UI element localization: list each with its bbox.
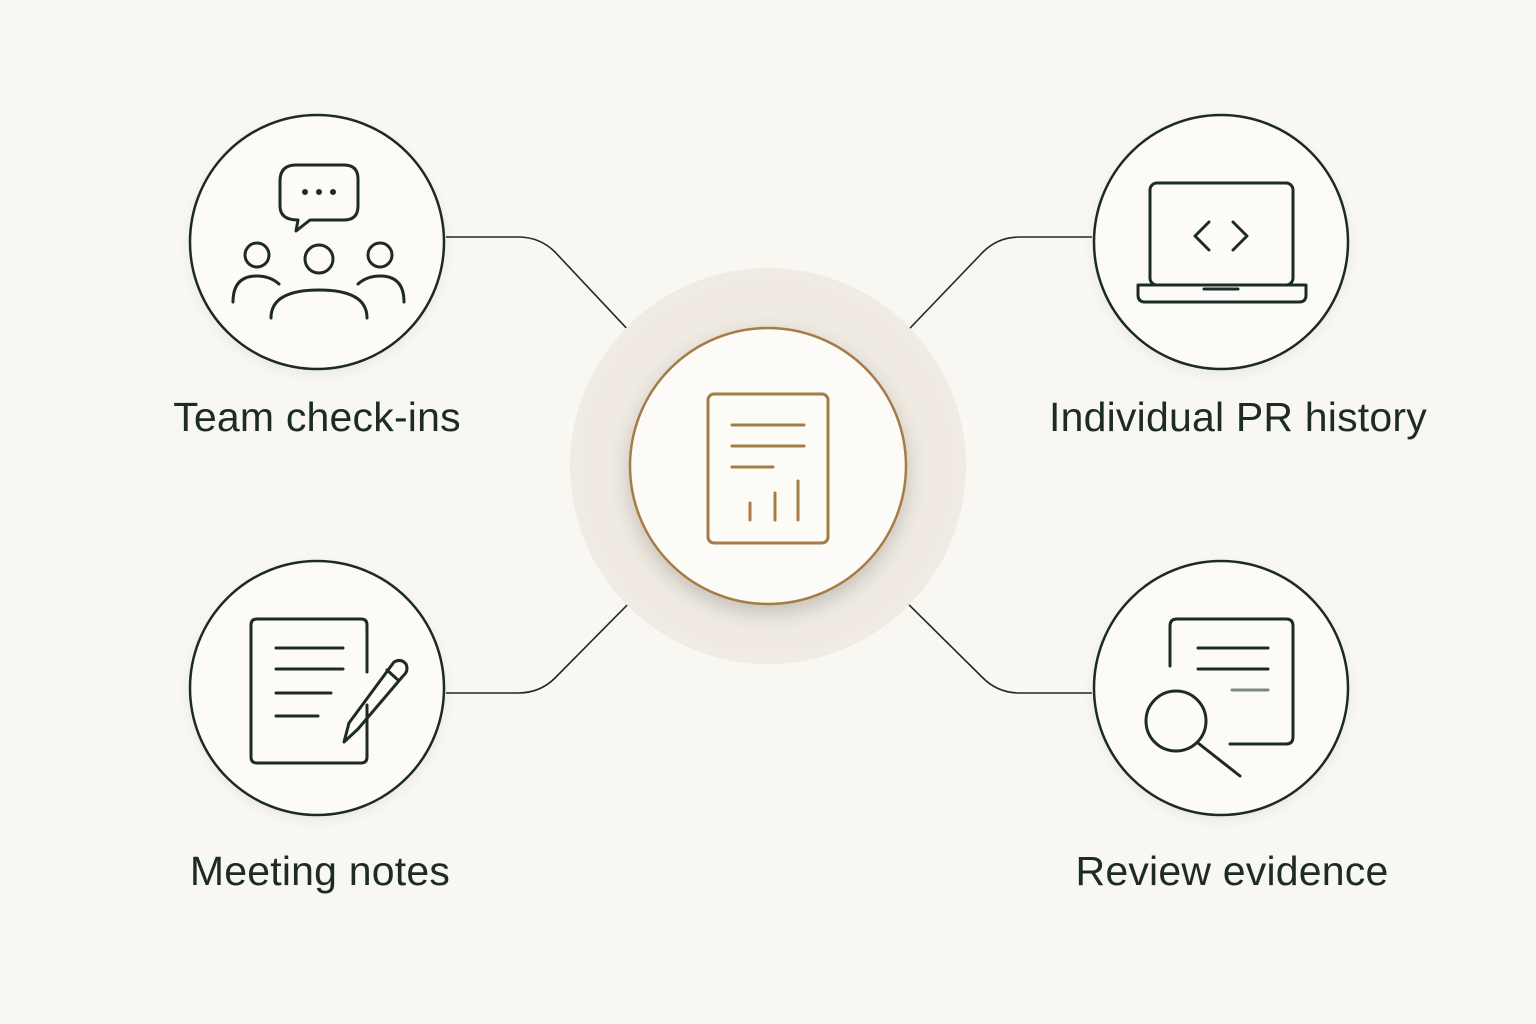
team-chat-icon [231, 163, 406, 320]
node-review-label: Review evidence [1075, 848, 1389, 894]
node-pr [1092, 113, 1350, 371]
node-team [188, 113, 446, 371]
node-meeting-label: Meeting notes [189, 848, 451, 894]
report-chart-icon [706, 392, 830, 545]
node-review [1092, 559, 1350, 817]
hub [570, 268, 966, 664]
node-meeting [188, 559, 446, 817]
document-search-icon [1144, 617, 1295, 778]
node-meeting-circle [188, 559, 446, 817]
notes-pencil-icon [249, 617, 409, 765]
node-review-circle [1092, 559, 1350, 817]
laptop-code-icon [1136, 181, 1308, 304]
node-team-circle [188, 113, 446, 371]
node-team-label: Team check-ins [173, 394, 461, 440]
node-pr-circle [1092, 113, 1350, 371]
node-pr-label: Individual PR history [1049, 394, 1427, 440]
connector-pr [889, 236, 1092, 350]
connector-team [446, 236, 647, 350]
connector-review [889, 585, 1092, 694]
connector-meeting [446, 585, 647, 694]
connectors [446, 236, 1092, 694]
